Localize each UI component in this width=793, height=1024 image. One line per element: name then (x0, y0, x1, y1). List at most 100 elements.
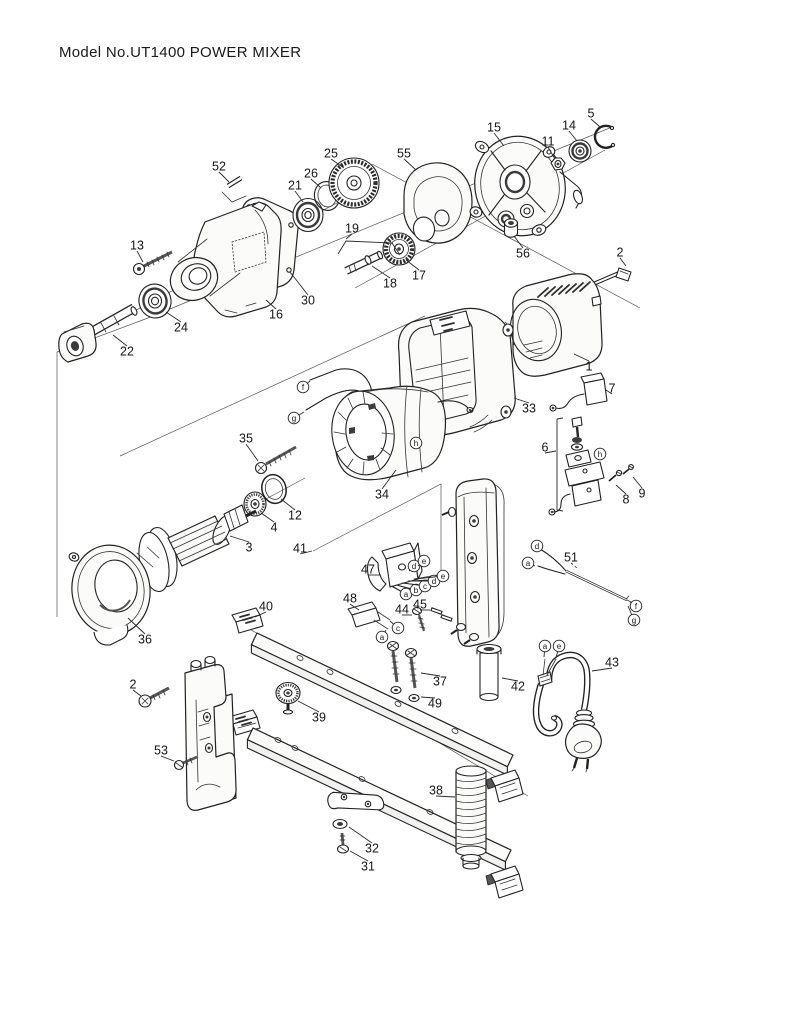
leader-line-2 (619, 257, 627, 267)
bracket-assembly-6 (548, 416, 605, 516)
pin-52 (221, 175, 247, 203)
leader-line-49 (420, 696, 436, 699)
part-label-3: 3 (246, 541, 253, 555)
leader-line-36 (127, 617, 146, 635)
fan-washer-4 (243, 491, 267, 517)
leader-line-8 (615, 484, 627, 495)
end-plate-15 (469, 135, 584, 237)
leader-line-30 (289, 271, 309, 296)
leader-line-12 (280, 498, 296, 511)
gear-25 (328, 157, 380, 209)
part-label-43: 43 (605, 656, 619, 670)
bolt-31 (336, 832, 350, 854)
callout-letter-c: c (396, 624, 400, 633)
leader-line-53 (160, 755, 175, 762)
part-label-48: 48 (343, 592, 357, 606)
left-handle-housing (184, 655, 237, 811)
callout-circle-f (629, 599, 643, 613)
leader-line-3 (229, 535, 250, 543)
spindle-shaft (58, 303, 138, 363)
leader-line-55 (403, 158, 417, 171)
part-label-5: 5 (588, 107, 595, 121)
part-label-26: 26 (304, 167, 318, 181)
screw-53 (173, 755, 198, 771)
bearing-24 (138, 283, 172, 319)
rivets-45 (430, 607, 453, 622)
part-label-13: 13 (130, 239, 144, 253)
leader-line-13 (136, 250, 144, 263)
page-title: Model No.UT1400 POWER MIXER (59, 44, 302, 61)
leader-line-5 (590, 118, 601, 128)
gear-shaft-18 (344, 250, 384, 275)
part-label-39: 39 (312, 711, 326, 725)
callout-letter-c: c (423, 582, 427, 591)
end-cap-bottom (485, 865, 524, 899)
part-label-40: 40 (259, 600, 273, 614)
part-label-36: 36 (138, 633, 152, 647)
part-label-2: 2 (130, 678, 137, 692)
leader-line-16 (265, 299, 277, 310)
terminal-block-2 (228, 709, 261, 736)
part-label-41: 41 (293, 542, 307, 556)
leader-line-15 (493, 132, 505, 147)
part-label-35: 35 (239, 432, 253, 446)
part-label-24: 24 (174, 321, 188, 335)
leader-line-42 (501, 677, 519, 682)
part-label-38: 38 (429, 784, 443, 798)
part-label-34: 34 (375, 488, 389, 502)
part-label-12: 12 (288, 509, 302, 523)
leader-line-48 (349, 603, 360, 611)
callout-circle-c (391, 621, 405, 635)
knob-39 (275, 681, 301, 715)
part-label-51: 51 (564, 551, 578, 565)
power-cord-43 (532, 651, 602, 773)
callout-letter-e: e (422, 557, 427, 566)
leader-line-19 (345, 233, 353, 240)
part-label-33: 33 (522, 402, 536, 416)
part-label-11: 11 (542, 135, 555, 149)
callout-letter-a: a (526, 559, 531, 568)
part-label-56: 56 (516, 247, 530, 261)
part-label-52: 52 (212, 160, 226, 174)
leader-line-6 (544, 450, 557, 454)
leader-line-33 (513, 397, 530, 404)
field-coil-34 (305, 368, 474, 481)
washers-49 (390, 685, 420, 703)
callout-circle-e (436, 569, 450, 583)
callout-circle-a (538, 639, 552, 653)
part-label-18: 18 (383, 277, 397, 291)
baffle-cover-36 (68, 544, 160, 646)
callout-letter-d: d (412, 562, 416, 571)
leader-line-32 (348, 826, 373, 844)
callout-circle-a (521, 556, 535, 570)
leader-line-51 (570, 562, 578, 569)
callout-letter-e: e (441, 572, 446, 581)
screw-9 (622, 464, 634, 475)
part-label-32: 32 (365, 842, 379, 856)
part-label-22: 22 (120, 345, 134, 359)
part-label-8: 8 (623, 493, 630, 507)
leader-line-1 (573, 353, 590, 362)
callout-circle-g (287, 411, 301, 425)
part-label-16: 16 (269, 308, 283, 322)
callout-circle-h (593, 447, 607, 461)
part-label-15: 15 (487, 121, 501, 135)
part-label-1: 1 (586, 360, 593, 374)
leader-line-11 (547, 146, 556, 160)
leader-line-24 (165, 311, 182, 323)
part-label-47: 47 (361, 563, 375, 577)
leader-line-39 (297, 700, 320, 713)
leader-line-14 (568, 130, 578, 142)
part-label-45: 45 (413, 598, 427, 612)
part-label-2: 2 (617, 246, 624, 260)
nut-11 (550, 157, 566, 171)
callout-letter-e: e (557, 642, 562, 651)
end-cap-top (485, 769, 524, 803)
screws-37 (386, 640, 418, 689)
ring-12 (261, 473, 287, 505)
leader-line-2 (132, 689, 142, 697)
leader-line-4 (260, 512, 275, 523)
screw-8 (608, 469, 623, 482)
screw-2-bottom (138, 686, 170, 708)
